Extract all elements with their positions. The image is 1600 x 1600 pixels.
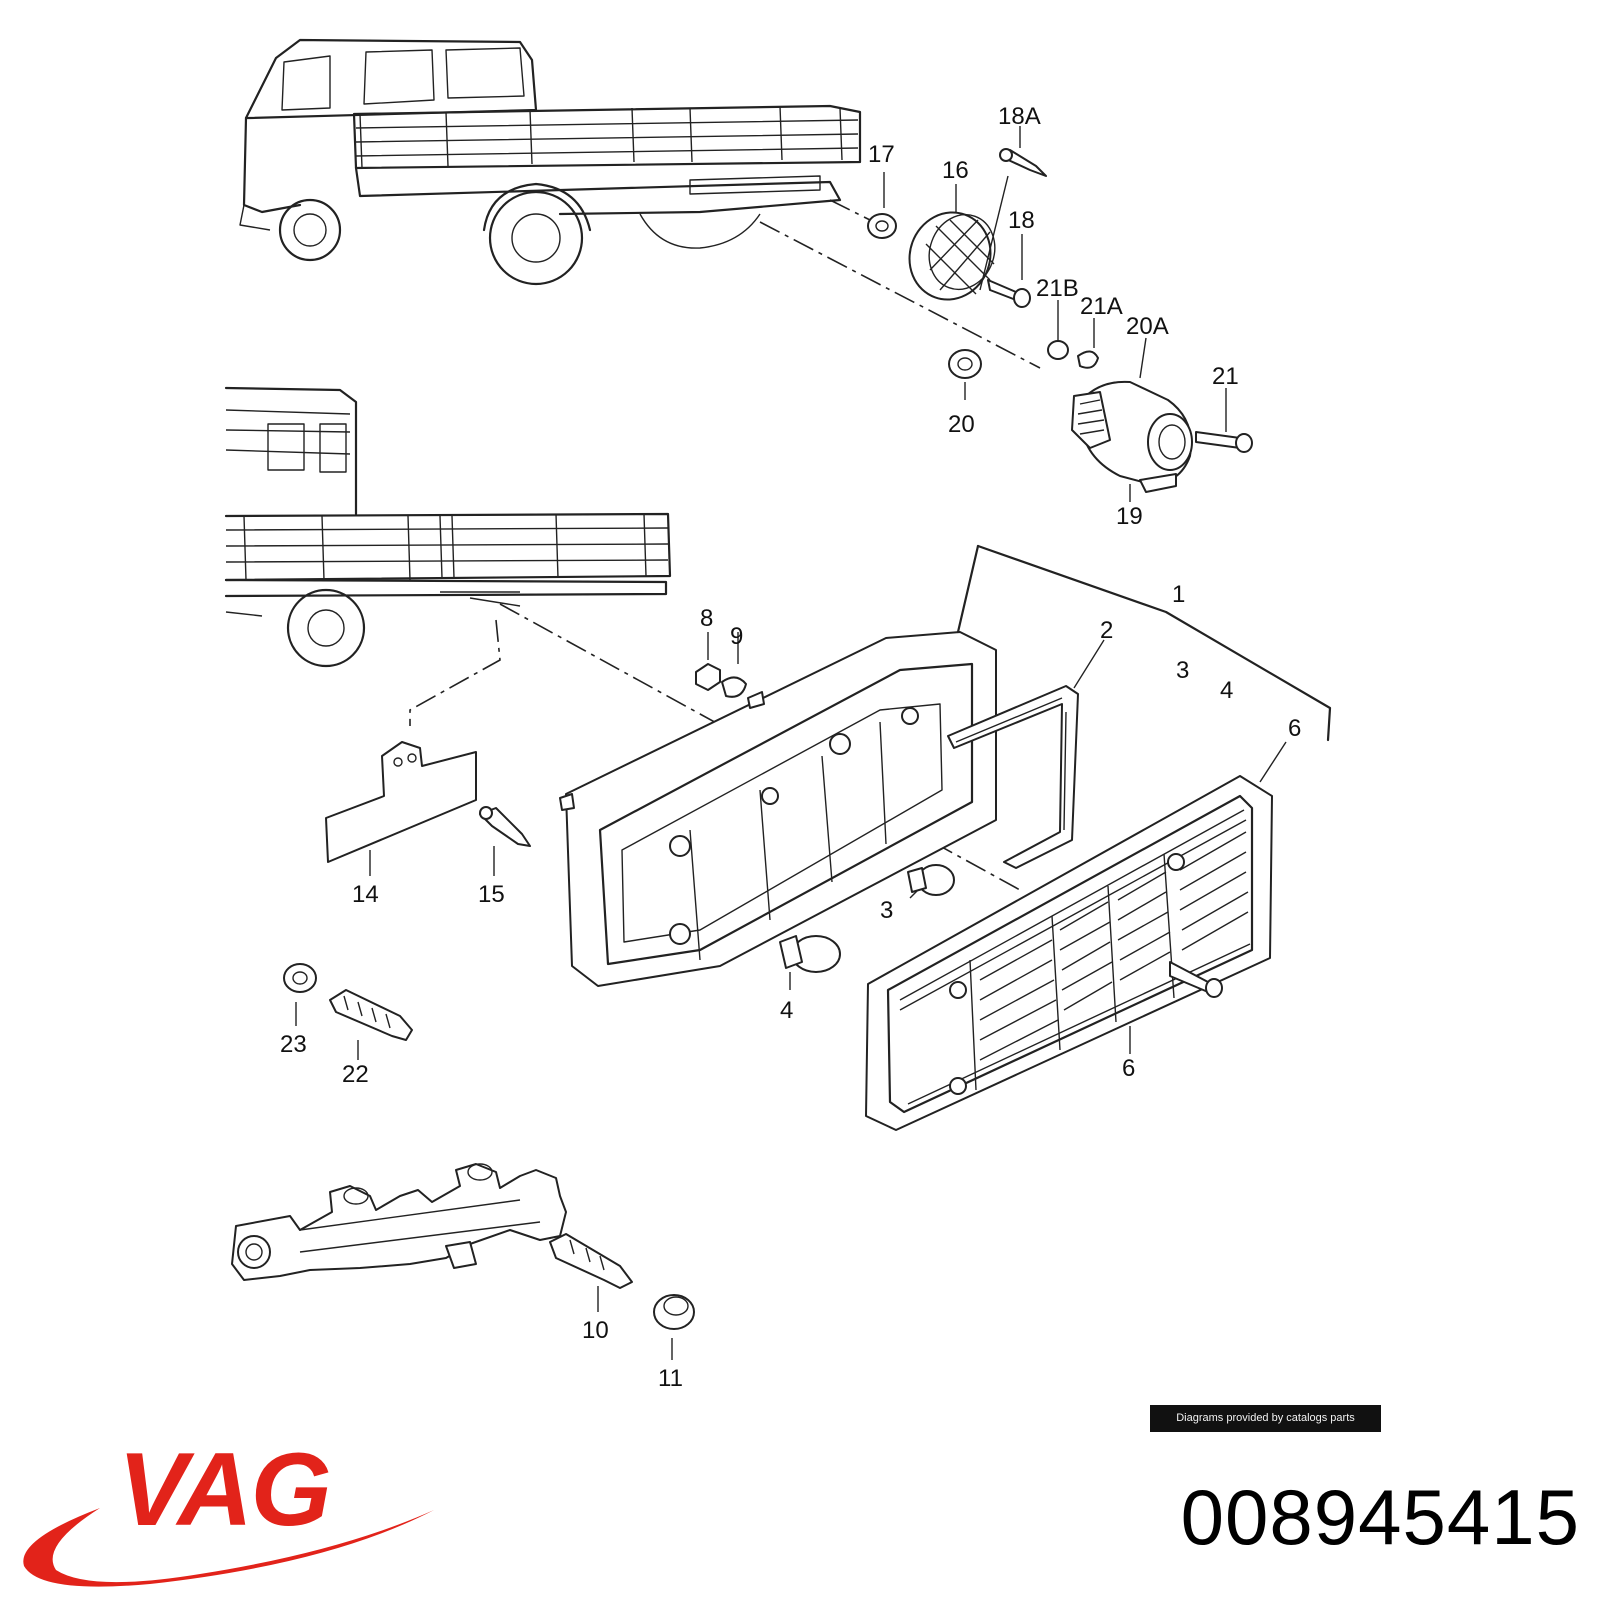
cap-11 bbox=[653, 1294, 695, 1330]
logo-swoosh bbox=[23, 1508, 434, 1587]
callout-1: 1 bbox=[1172, 581, 1185, 608]
callout-15: 15 bbox=[478, 881, 505, 908]
callout-20a: 20A bbox=[1126, 313, 1169, 340]
callout-6-bottom: 6 bbox=[1122, 1055, 1135, 1082]
leader-line bbox=[759, 221, 1041, 369]
bracket-14 bbox=[325, 741, 477, 863]
truck-illustration-top bbox=[239, 38, 862, 286]
callout-11: 11 bbox=[658, 1365, 683, 1392]
switch-10 bbox=[549, 1233, 633, 1289]
switch-22 bbox=[329, 989, 413, 1041]
callout-10: 10 bbox=[582, 1317, 609, 1344]
lamp-lens-6 bbox=[865, 775, 1273, 1131]
callout-6: 6 bbox=[1288, 715, 1301, 742]
callout-3-bulb: 3 bbox=[880, 897, 893, 924]
master-cylinder bbox=[231, 1163, 567, 1281]
nut-8 bbox=[695, 663, 721, 691]
callout-9: 9 bbox=[730, 623, 743, 650]
callout-21b: 21B bbox=[1036, 275, 1079, 302]
washer-17 bbox=[867, 213, 897, 239]
screw-18a bbox=[999, 148, 1047, 177]
leader-line bbox=[829, 199, 871, 221]
reflector-16 bbox=[908, 211, 996, 301]
lamp-19 bbox=[1071, 380, 1193, 493]
callout-4-bulb: 4 bbox=[780, 997, 793, 1024]
part-number: 008945415 bbox=[1180, 1473, 1580, 1561]
washer-9 bbox=[721, 676, 747, 698]
lamp-housing-1 bbox=[559, 631, 997, 987]
bulb-4 bbox=[779, 935, 841, 973]
callout-labels: 1 2 3 4 6 6 3 4 8 9 10 11 14 15 16 17 18… bbox=[280, 103, 1301, 1392]
callout-19: 19 bbox=[1116, 503, 1143, 530]
callout-23: 23 bbox=[280, 1031, 307, 1058]
clip-21a bbox=[1077, 350, 1099, 369]
diagram-credit-banner: Diagrams provided by catalogs parts bbox=[1150, 1405, 1381, 1432]
nut-23 bbox=[283, 963, 317, 993]
socket-15 bbox=[479, 806, 531, 847]
callout-14: 14 bbox=[352, 881, 379, 908]
callout-20: 20 bbox=[948, 411, 975, 438]
callout-22: 22 bbox=[342, 1061, 369, 1088]
vag-logo: VAG bbox=[118, 1432, 332, 1548]
leader-line bbox=[409, 619, 501, 726]
callout-18: 18 bbox=[1008, 207, 1035, 234]
truck-illustration-bottom bbox=[224, 386, 672, 668]
screw-18 bbox=[987, 279, 1031, 308]
callout-16: 16 bbox=[942, 157, 969, 184]
callout-17: 17 bbox=[868, 141, 895, 168]
callout-18a: 18A bbox=[998, 103, 1041, 130]
callout-2: 2 bbox=[1100, 617, 1113, 644]
nut-21b bbox=[1047, 340, 1069, 360]
callout-21: 21 bbox=[1212, 363, 1239, 390]
bulb-3 bbox=[907, 864, 955, 896]
leader-lines bbox=[295, 126, 1332, 1360]
callout-8: 8 bbox=[700, 605, 713, 632]
bolt-21 bbox=[1195, 431, 1253, 453]
callout-4: 4 bbox=[1220, 677, 1233, 704]
callout-3: 3 bbox=[1176, 657, 1189, 684]
grommet-20 bbox=[948, 349, 982, 379]
callout-21a: 21A bbox=[1080, 293, 1123, 320]
